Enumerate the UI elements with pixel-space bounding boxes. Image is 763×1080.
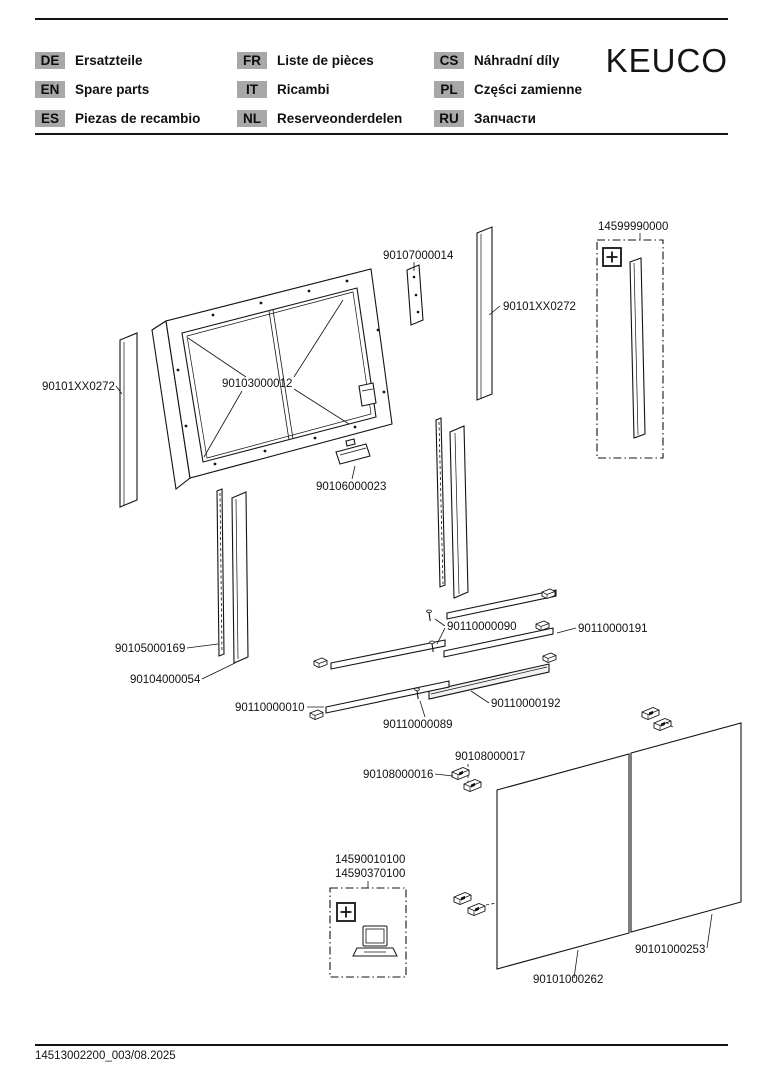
language-grid: DE Ersatzteile EN Spare parts ES Piezas …: [35, 46, 614, 133]
part-label-screw-089: 90110000089: [383, 719, 453, 731]
part-label-clip-090: 90110000090: [447, 621, 517, 633]
part-label-bracket-016: 90108000016: [363, 769, 433, 781]
side-profile-left: [115, 332, 138, 508]
part-label-kit-bottom-2: 14590370100: [335, 868, 405, 880]
language-code-badge: CS: [434, 52, 464, 69]
language-label: Náhradní díly: [474, 53, 560, 68]
part-label-door-right: 90101000253: [635, 944, 705, 956]
part-label-transformer: 90106000023: [316, 481, 386, 493]
part-label-shelf-191: 90110000191: [578, 623, 648, 635]
mirror-door-right: [630, 722, 742, 933]
shelf-screw-icon: [426, 609, 432, 622]
part-label-side-profile-right: 90101XX0272: [503, 301, 576, 313]
led-profile-left: [186, 488, 225, 657]
language-item-es: ES Piezas de recambio: [35, 104, 237, 133]
language-item-pl: PL Części zamienne: [434, 75, 614, 104]
shelf-rails: [307, 588, 577, 720]
part-label-side-profile-left: 90101XX0272: [42, 381, 115, 393]
bracket-icon: [653, 718, 672, 731]
bracket-icon: [451, 767, 470, 780]
bracket-icon: [453, 892, 472, 905]
language-item-de: DE Ersatzteile: [35, 46, 237, 75]
language-label: Ricambi: [277, 82, 330, 97]
part-label-led-profile: 90105000169: [115, 643, 185, 655]
bracket-icon: [641, 707, 660, 720]
language-label: Spare parts: [75, 82, 150, 97]
language-code-badge: EN: [35, 81, 65, 98]
top-divider-line: [35, 18, 728, 20]
language-label: Części zamienne: [474, 82, 583, 97]
plus-box-icon: [336, 902, 356, 922]
transformer-part: [335, 438, 371, 480]
part-label-door-left: 90101000262: [533, 974, 603, 986]
language-label: Piezas de recambio: [75, 111, 201, 126]
shelf-clip-icon: [542, 652, 557, 663]
cabinet-body: [151, 268, 393, 491]
cover-profile-left: [201, 491, 249, 680]
part-label-shelf-010: 90110000010: [235, 702, 305, 714]
header-divider-line: [35, 133, 728, 135]
part-label-cover-profile: 90104000054: [130, 674, 201, 686]
accessory-kit-box-bottom: [329, 881, 407, 978]
part-label-shelf-192: 90110000192: [491, 698, 561, 710]
language-code-badge: IT: [237, 81, 267, 98]
language-label: Liste de pièces: [277, 53, 374, 68]
language-code-badge: PL: [434, 81, 464, 98]
language-item-fr: FR Liste de pièces: [237, 46, 434, 75]
cover-profile-center: [449, 425, 469, 599]
language-code-badge: ES: [35, 110, 65, 127]
part-label-kit-bottom-1: 14590010100: [335, 854, 405, 866]
mirror-door-left: [496, 753, 630, 970]
part-label-kit-top: 14599990000: [598, 221, 668, 233]
language-code-badge: RU: [434, 110, 464, 127]
bracket-icon: [467, 903, 486, 916]
hinge-rail-part: [406, 262, 424, 326]
kit-profile-strip: [629, 257, 646, 439]
language-item-ru: RU Запчасти: [434, 104, 614, 133]
keuco-logo: KEUCO: [605, 42, 728, 79]
part-label-hinge-rail: 90107000014: [383, 250, 454, 262]
side-profile-right: [476, 226, 501, 401]
shelf-clip-icon: [309, 709, 324, 720]
shelf-rail-1: [446, 589, 557, 620]
language-item-it: IT Ricambi: [237, 75, 434, 104]
shelf-clip-icon: [313, 657, 328, 668]
corner-brackets: [641, 707, 675, 731]
bottom-divider-line: [35, 1044, 728, 1046]
language-label: Запчасти: [474, 111, 536, 126]
language-code-badge: FR: [237, 52, 267, 69]
bracket-icon: [463, 779, 482, 792]
door-divider-line: [268, 310, 290, 441]
shelf-rail-2: [443, 627, 554, 658]
door-clips: [453, 892, 497, 916]
language-label: Reserveonderdelen: [277, 111, 403, 126]
mounting-brackets: [434, 764, 482, 792]
language-item-cs: CS Náhradní díly: [434, 46, 614, 75]
document-number: 14513002200_003/08.2025: [35, 1050, 176, 1062]
language-item-en: EN Spare parts: [35, 75, 237, 104]
part-label-bracket-017: 90108000017: [455, 751, 525, 763]
part-label-cabinet: 90103000012: [222, 378, 292, 390]
language-label: Ersatzteile: [75, 53, 143, 68]
junction-box: [358, 382, 377, 407]
mirror-doors: [496, 722, 742, 979]
shelf-rail-3: [330, 639, 446, 670]
language-code-badge: DE: [35, 52, 65, 69]
plus-box-icon: [602, 247, 622, 267]
language-item-nl: NL Reserveonderdelen: [237, 104, 434, 133]
language-code-badge: NL: [237, 110, 267, 127]
accessory-kit-box-top: [596, 233, 664, 459]
laptop-icon: [352, 925, 398, 957]
glass-shelf: [428, 663, 550, 700]
led-profile-center: [435, 417, 446, 588]
